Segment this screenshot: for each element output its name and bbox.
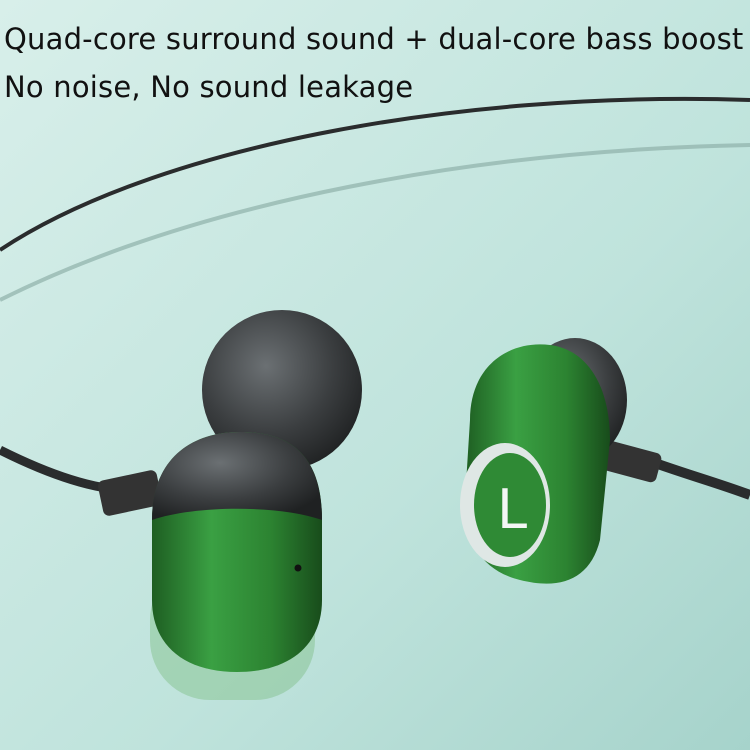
mic-hole	[294, 564, 302, 572]
cable-upper	[0, 96, 750, 252]
cable-reflection	[0, 143, 750, 302]
right-earbud: L	[460, 338, 662, 584]
headline-line-1: Quad-core surround sound + dual-core bas…	[4, 22, 744, 56]
left-earbud	[98, 310, 362, 672]
left-ear-tip	[202, 310, 362, 470]
left-marking: L	[497, 478, 527, 541]
headline-line-2: No noise, No sound leakage	[4, 70, 414, 104]
